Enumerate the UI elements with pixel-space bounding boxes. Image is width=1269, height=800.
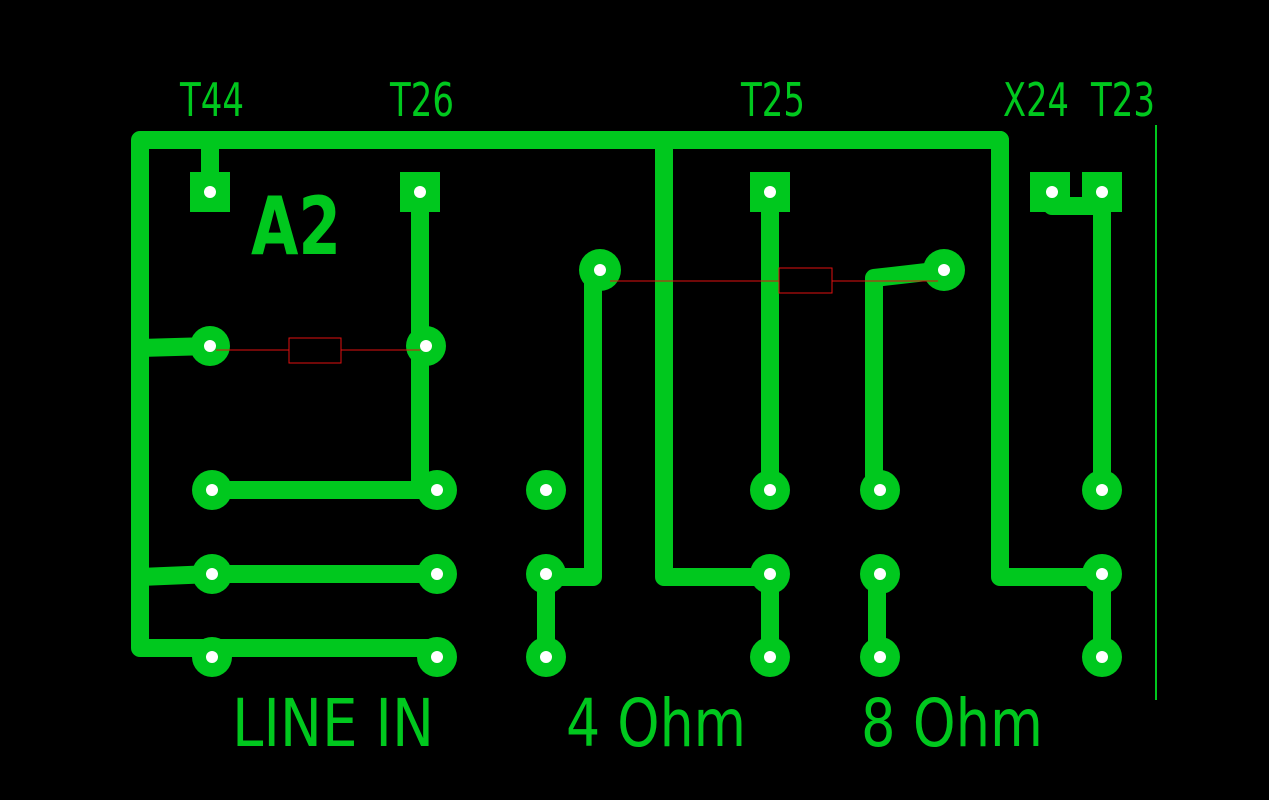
- silkscreen-labels: T44 T26 T25 X24 T23 A2 LINE IN 4 Ohm 8 O…: [179, 73, 1155, 762]
- hole: [938, 264, 950, 276]
- hole: [1046, 186, 1058, 198]
- hole: [206, 484, 218, 496]
- hole: [1096, 484, 1108, 496]
- hole: [431, 568, 443, 580]
- hole: [874, 484, 886, 496]
- label-t26: T26: [389, 73, 454, 127]
- label-t23: T23: [1090, 73, 1155, 127]
- hole: [764, 651, 776, 663]
- hole: [764, 568, 776, 580]
- hole: [204, 340, 216, 352]
- label-board-id: A2: [251, 180, 341, 273]
- label-4-ohm: 4 Ohm: [566, 685, 746, 762]
- copper-traces: [131, 131, 1111, 666]
- label-t25: T25: [740, 73, 805, 127]
- hole: [764, 186, 776, 198]
- label-x24: X24: [1003, 73, 1069, 127]
- hole: [204, 186, 216, 198]
- trace-center-tap: [655, 131, 779, 666]
- hole: [594, 264, 606, 276]
- hole: [874, 651, 886, 663]
- hole: [206, 568, 218, 580]
- drill-holes: [204, 186, 1108, 663]
- label-t44: T44: [179, 73, 244, 127]
- hole: [540, 568, 552, 580]
- hole: [420, 340, 432, 352]
- hole: [1096, 568, 1108, 580]
- hole: [414, 186, 426, 198]
- hole: [431, 651, 443, 663]
- hole: [1096, 186, 1108, 198]
- label-8-ohm: 8 Ohm: [861, 685, 1043, 762]
- trace-8ohm-link: [865, 261, 953, 499]
- hole: [540, 484, 552, 496]
- component-outlines: [216, 267, 938, 364]
- hole: [206, 651, 218, 663]
- hole: [1096, 651, 1108, 663]
- hole: [874, 568, 886, 580]
- hole: [540, 651, 552, 663]
- trace-right-frame: [991, 131, 1111, 666]
- hole: [764, 484, 776, 496]
- label-line-in: LINE IN: [232, 685, 434, 762]
- hole: [431, 484, 443, 496]
- trace-line-in-mid: [131, 565, 446, 586]
- trace-ground-frame: [131, 131, 1009, 657]
